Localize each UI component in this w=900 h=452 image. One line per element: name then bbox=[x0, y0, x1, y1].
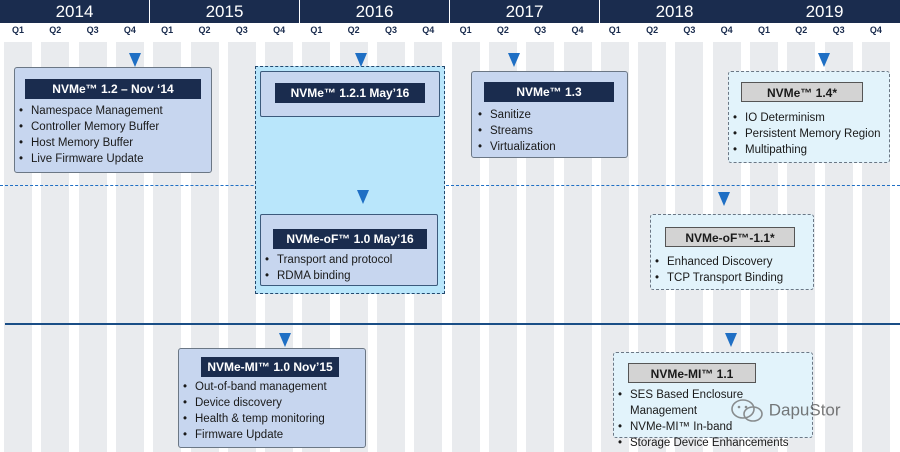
feature-item: Controller Memory Buffer bbox=[17, 119, 163, 135]
watermark: DapuStor bbox=[730, 398, 841, 424]
feature-item: Host Memory Buffer bbox=[17, 135, 163, 151]
card-title: NVMe™ 1.3 bbox=[484, 82, 614, 102]
wechat-icon bbox=[731, 399, 763, 422]
feature-list: SES Based Enclosure Management NVMe-MI™ … bbox=[616, 387, 812, 451]
feature-list: Sanitize Streams Virtualization bbox=[476, 107, 556, 155]
feature-list: Namespace Management Controller Memory B… bbox=[17, 103, 163, 167]
feature-item: Storage Device Enhancements bbox=[616, 435, 812, 451]
feature-item: Persistent Memory Region bbox=[731, 126, 881, 142]
feature-item: Live Firmware Update bbox=[17, 151, 163, 167]
feature-item: Sanitize bbox=[476, 107, 556, 123]
feature-item: Transport and protocol bbox=[263, 252, 392, 268]
feature-item: Namespace Management bbox=[17, 103, 163, 119]
quarter-label: Q3 bbox=[683, 25, 696, 35]
feature-list: Transport and protocol RDMA binding bbox=[263, 252, 392, 284]
card-title: NVMe-MI™ 1.0 Nov’15 bbox=[201, 357, 339, 377]
year-label: 2019 bbox=[749, 0, 900, 23]
section-divider-dashed bbox=[0, 185, 900, 186]
quarter-label: Q2 bbox=[795, 25, 808, 35]
feature-item: Streams bbox=[476, 123, 556, 139]
nvme-1-3-card: NVMe™ 1.3 Sanitize Streams Virtualizatio… bbox=[471, 71, 628, 158]
quarter-label: Q4 bbox=[123, 25, 136, 35]
release-marker-icon bbox=[355, 53, 367, 67]
year-label: 2015 bbox=[150, 0, 299, 23]
feature-list: Enhanced Discovery TCP Transport Binding bbox=[653, 254, 783, 286]
card-title: NVMe-oF™-1.1* bbox=[665, 227, 795, 247]
quarter-label: Q3 bbox=[86, 25, 99, 35]
card-title: NVMe™ 1.2 – Nov ‘14 bbox=[25, 79, 201, 99]
quarter-label: Q1 bbox=[161, 25, 174, 35]
release-marker-icon bbox=[357, 190, 369, 204]
nvme-1-2-card: NVMe™ 1.2 – Nov ‘14 Namespace Management… bbox=[14, 67, 212, 173]
nvme-mi-1-1-card: NVMe-MI™ 1.1 SES Based Enclosure Managem… bbox=[613, 352, 813, 451]
feature-item: SES Based Enclosure Management bbox=[616, 387, 812, 419]
quarter-label: Q1 bbox=[11, 25, 24, 35]
quarter-label: Q3 bbox=[534, 25, 547, 35]
release-marker-icon bbox=[508, 53, 520, 67]
quarter-label: Q4 bbox=[273, 25, 286, 35]
feature-item: Virtualization bbox=[476, 139, 556, 155]
quarter-label: Q4 bbox=[422, 25, 435, 35]
quarter-label: Q1 bbox=[608, 25, 621, 35]
quarter-label: Q4 bbox=[869, 25, 882, 35]
feature-item: Device discovery bbox=[181, 395, 327, 411]
release-marker-icon bbox=[129, 53, 141, 67]
year-label: 2018 bbox=[600, 0, 749, 23]
feature-item: Firmware Update bbox=[181, 427, 327, 443]
year-label: 2014 bbox=[0, 0, 149, 23]
card-title: NVMe™ 1.2.1 May’16 bbox=[275, 83, 425, 103]
feature-item: RDMA binding bbox=[263, 268, 392, 284]
feature-item: Out-of-band management bbox=[181, 379, 327, 395]
card-title: NVMe™ 1.4* bbox=[741, 82, 863, 102]
feature-item: Multipathing bbox=[731, 142, 881, 158]
feature-item: Health & temp monitoring bbox=[181, 411, 327, 427]
feature-item: IO Determinism bbox=[731, 110, 881, 126]
quarter-label: Q4 bbox=[720, 25, 733, 35]
quarter-label: Q2 bbox=[49, 25, 62, 35]
quarter-label: Q2 bbox=[646, 25, 659, 35]
quarter-label: Q2 bbox=[347, 25, 360, 35]
release-marker-icon bbox=[279, 333, 291, 347]
quarter-label: Q1 bbox=[757, 25, 770, 35]
quarter-label: Q2 bbox=[496, 25, 509, 35]
quarter-label: Q3 bbox=[235, 25, 248, 35]
year-label: 2016 bbox=[300, 0, 449, 23]
year-label: 2017 bbox=[450, 0, 599, 23]
section-divider-solid bbox=[5, 323, 900, 325]
card-title: NVMe-oF™ 1.0 May’16 bbox=[273, 229, 427, 249]
nvme-of-1-1-card: NVMe-oF™-1.1* Enhanced Discovery TCP Tra… bbox=[650, 214, 814, 290]
feature-item: NVMe-MI™ In-band bbox=[616, 419, 812, 435]
nvme-1-2-1-card: NVMe™ 1.2.1 May’16 bbox=[260, 71, 440, 117]
quarter-label: Q4 bbox=[571, 25, 584, 35]
release-marker-icon bbox=[718, 192, 730, 206]
quarter-label: Q3 bbox=[384, 25, 397, 35]
feature-list: IO Determinism Persistent Memory Region … bbox=[731, 110, 881, 158]
nvme-mi-1-0-card: NVMe-MI™ 1.0 Nov’15 Out-of-band manageme… bbox=[178, 348, 366, 448]
feature-item: Enhanced Discovery bbox=[653, 254, 783, 270]
nvme-1-4-card: NVMe™ 1.4* IO Determinism Persistent Mem… bbox=[728, 71, 890, 163]
quarter-label: Q1 bbox=[310, 25, 323, 35]
watermark-text: DapuStor bbox=[768, 400, 841, 420]
quarter-label: Q3 bbox=[832, 25, 845, 35]
quarter-label: Q2 bbox=[198, 25, 211, 35]
nvme-of-1-0-card: NVMe-oF™ 1.0 May’16 Transport and protoc… bbox=[260, 214, 438, 286]
release-marker-icon bbox=[725, 333, 737, 347]
feature-item: TCP Transport Binding bbox=[653, 270, 783, 286]
card-title: NVMe-MI™ 1.1 bbox=[628, 363, 756, 383]
feature-list: Out-of-band management Device discovery … bbox=[181, 379, 327, 443]
quarter-label: Q1 bbox=[459, 25, 472, 35]
release-marker-icon bbox=[818, 53, 830, 67]
